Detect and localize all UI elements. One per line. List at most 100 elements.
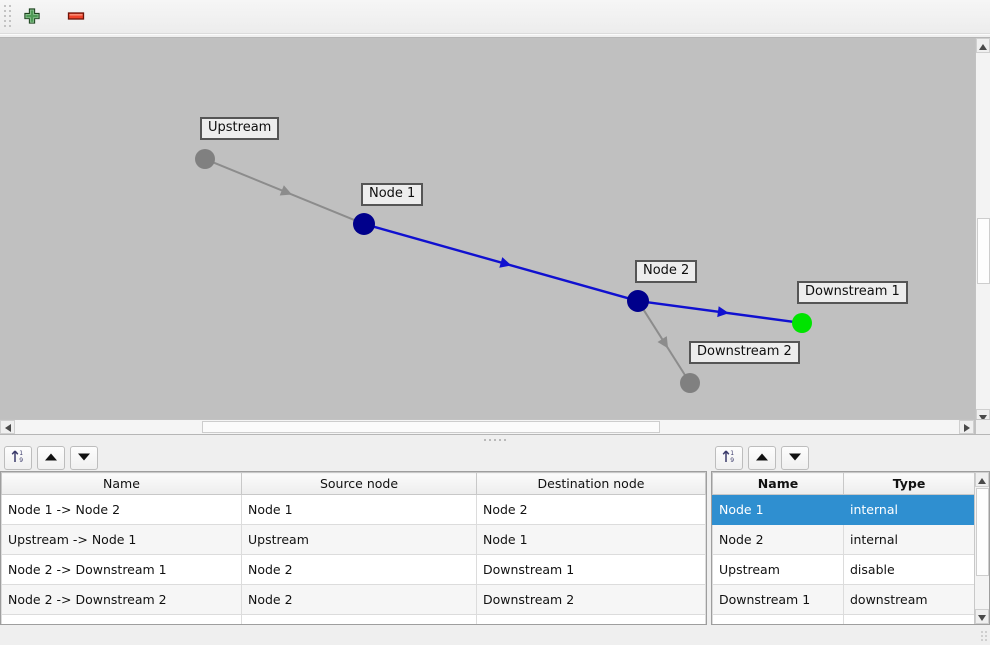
move-up-button[interactable] xyxy=(37,445,65,470)
triangle-up-icon xyxy=(979,38,987,53)
sort-button[interactable]: 1 9 xyxy=(4,445,32,470)
triangle-down-icon xyxy=(979,409,987,424)
move-down-button[interactable] xyxy=(781,445,809,470)
cell-name[interactable]: Node 2 xyxy=(712,524,844,555)
cell-source[interactable]: Upstream xyxy=(241,524,477,555)
toolbar-gripper[interactable] xyxy=(2,5,13,29)
graph-node-upstream[interactable] xyxy=(195,149,215,169)
column-header-destination-node[interactable]: Destination node xyxy=(476,472,706,495)
scroll-thumb[interactable] xyxy=(976,488,989,576)
cell-type[interactable]: internal xyxy=(843,494,975,525)
graph-edge-arrow-node1-node2 xyxy=(499,257,512,268)
cell-empty xyxy=(476,614,706,624)
scroll-up-button[interactable] xyxy=(975,472,989,487)
cell-empty xyxy=(712,614,844,624)
triangle-left-icon xyxy=(4,420,11,435)
plus-icon xyxy=(22,6,42,29)
cell-empty xyxy=(843,614,975,624)
window-resize-gripper[interactable] xyxy=(980,624,988,642)
triangle-down-icon xyxy=(978,609,986,624)
panel-splitter[interactable] xyxy=(0,436,990,444)
cell-name[interactable]: Node 2 -> Downstream 2 xyxy=(1,584,242,615)
cell-name[interactable]: Node 2 -> Downstream 1 xyxy=(1,554,242,585)
graph-edge-arrow-node2-downstream2 xyxy=(657,336,669,349)
column-header-type[interactable]: Type xyxy=(843,472,975,495)
move-down-button[interactable] xyxy=(70,445,98,470)
graph-node-node2[interactable] xyxy=(627,290,649,312)
scroll-thumb[interactable] xyxy=(202,421,660,433)
cell-source[interactable]: Node 2 xyxy=(241,584,477,615)
scroll-up-button[interactable] xyxy=(976,38,990,53)
nodes-toolbar: 1 9 xyxy=(711,444,990,471)
cell-type[interactable]: downstream xyxy=(843,584,975,615)
toolbar xyxy=(0,0,990,34)
cell-name[interactable]: Node 1 -> Node 2 xyxy=(1,494,242,525)
scroll-thumb[interactable] xyxy=(977,218,990,284)
toolbar-divider xyxy=(0,33,990,34)
graph-node-label-upstream[interactable]: Upstream xyxy=(200,117,280,140)
cell-name[interactable]: Downstream 1 xyxy=(712,584,844,615)
cell-destination[interactable]: Node 1 xyxy=(476,524,706,555)
add-button[interactable] xyxy=(17,4,47,30)
move-up-button[interactable] xyxy=(748,445,776,470)
scrollbar-corner xyxy=(975,419,990,434)
nodes-table-scrollbar[interactable] xyxy=(974,472,989,624)
cell-empty xyxy=(1,614,242,624)
scroll-right-button[interactable] xyxy=(959,420,974,434)
graph-edges-layer xyxy=(195,149,812,393)
graph-node-label-node2[interactable]: Node 2 xyxy=(635,260,698,283)
sort-button[interactable]: 1 9 xyxy=(715,445,743,470)
table-row-empty xyxy=(712,614,975,624)
svg-text:1: 1 xyxy=(730,450,734,457)
cell-name[interactable]: Upstream xyxy=(712,554,844,585)
column-header-name[interactable]: Name xyxy=(712,472,844,495)
splitter-handle-dots xyxy=(484,439,506,441)
graph-node-downstream2[interactable] xyxy=(680,373,700,393)
graph-node-node1[interactable] xyxy=(353,213,375,235)
graph-vertical-scrollbar[interactable] xyxy=(975,38,990,424)
cell-destination[interactable]: Downstream 1 xyxy=(476,554,706,585)
graph-node-downstream1[interactable] xyxy=(792,313,812,333)
cell-name[interactable]: Upstream -> Node 1 xyxy=(1,524,242,555)
remove-button[interactable] xyxy=(61,4,91,30)
cell-name[interactable]: Node 1 xyxy=(712,494,844,525)
triangle-up-icon xyxy=(978,472,986,487)
cell-empty xyxy=(241,614,477,624)
scroll-down-button[interactable] xyxy=(975,609,989,624)
sort-ascending-icon: 1 9 xyxy=(10,448,26,467)
arrow-up-icon xyxy=(44,450,58,465)
cell-source[interactable]: Node 1 xyxy=(241,494,477,525)
cell-destination[interactable]: Node 2 xyxy=(476,494,706,525)
graph-node-label-downstream2[interactable]: Downstream 2 xyxy=(689,341,800,364)
cell-type[interactable]: internal xyxy=(843,524,975,555)
column-header-name[interactable]: Name xyxy=(1,472,242,495)
graph-horizontal-scrollbar[interactable] xyxy=(0,419,974,434)
sort-ascending-icon: 1 9 xyxy=(721,448,737,467)
arrow-up-icon xyxy=(755,450,769,465)
scroll-left-button[interactable] xyxy=(0,420,15,434)
graph-edge-arrow-node2-downstream1 xyxy=(717,306,729,318)
cell-source[interactable]: Node 2 xyxy=(241,554,477,585)
column-header-source-node[interactable]: Source node xyxy=(241,472,477,495)
cell-destination[interactable]: Downstream 2 xyxy=(476,584,706,615)
cell-type[interactable]: disable xyxy=(843,554,975,585)
graph-node-label-downstream1[interactable]: Downstream 1 xyxy=(797,281,908,304)
triangle-right-icon xyxy=(963,420,970,435)
graph-node-label-node1[interactable]: Node 1 xyxy=(361,183,424,206)
